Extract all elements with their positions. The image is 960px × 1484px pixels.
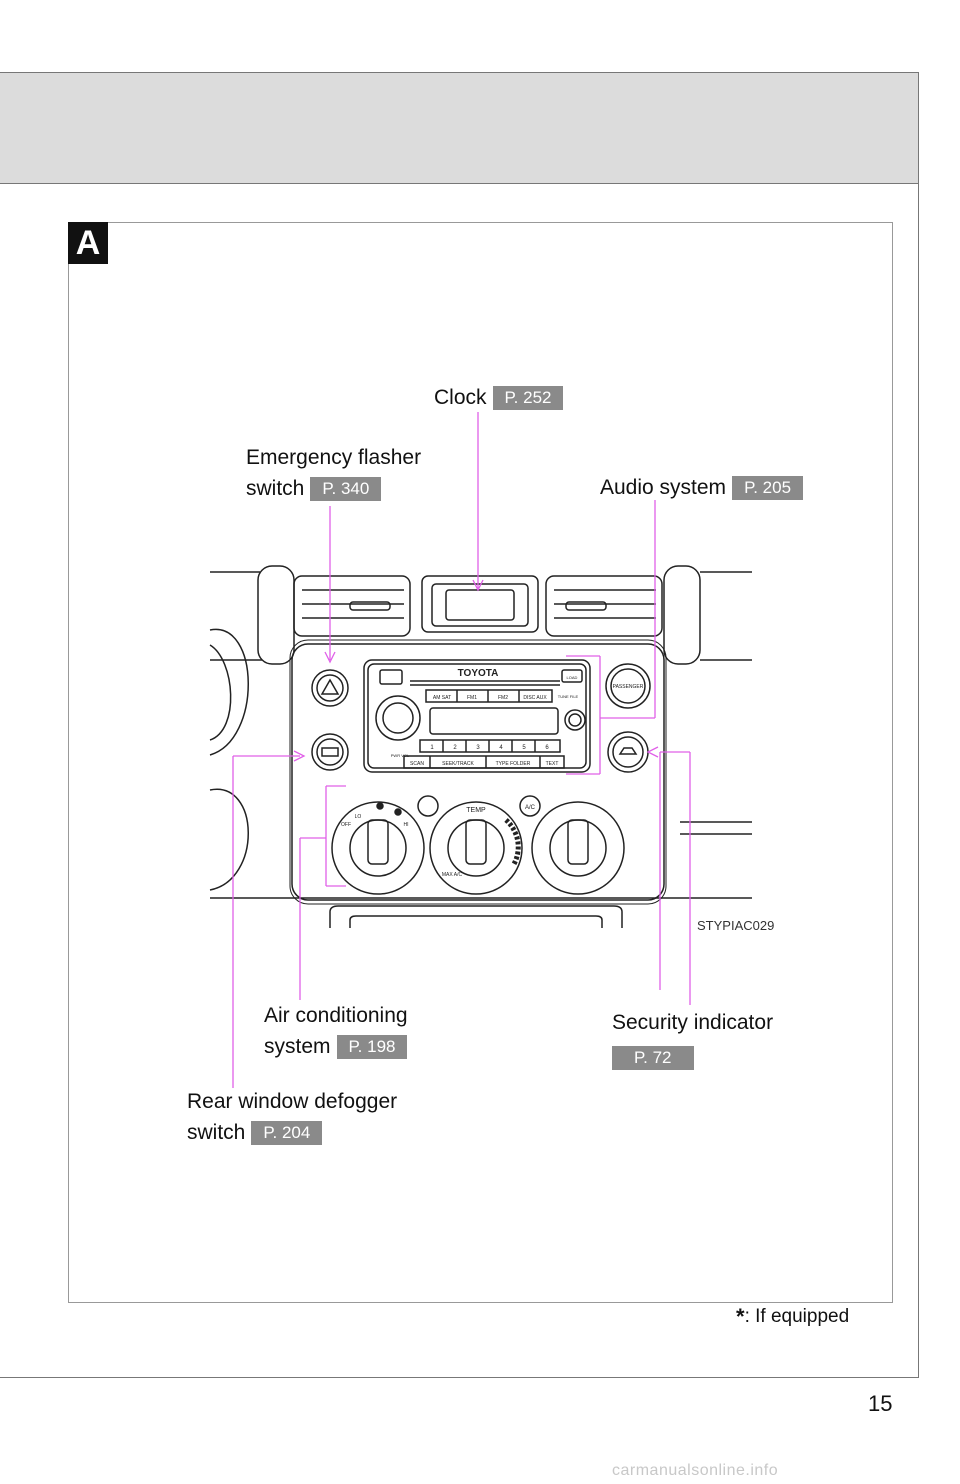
- dash-fan-hi: HI: [404, 822, 409, 828]
- dash-preset-1: 1: [430, 745, 434, 751]
- footnote: *: If equipped: [736, 1304, 849, 1330]
- emergency-flasher-label-line1: Emergency flasher: [246, 446, 422, 469]
- dash-preset-3: 3: [476, 745, 480, 751]
- air-conditioning-label-line1: Air conditioning: [264, 1004, 408, 1027]
- security-indicator-callout: Security indicator P. 72: [612, 1007, 773, 1073]
- dash-btn-scan: SCAN: [410, 761, 424, 767]
- bottom-rule: [0, 1377, 919, 1378]
- watermark: carmanualsonline.info: [612, 1462, 779, 1479]
- emergency-flasher-label-line2: switch: [246, 477, 305, 500]
- dash-btn-seek: SEEK/TRACK: [442, 761, 474, 767]
- dash-btn-text: TEXT: [546, 761, 559, 767]
- rear-defogger-label-line1: Rear window defogger: [187, 1090, 398, 1113]
- figure-id: STYPIAC029: [697, 918, 775, 933]
- rear-defogger-page-ref[interactable]: P. 204: [251, 1121, 323, 1146]
- asterisk-icon: *: [736, 1304, 745, 1329]
- header-band: [0, 72, 919, 184]
- dash-temp: TEMP: [466, 807, 486, 814]
- air-conditioning-label-line2: system: [264, 1035, 331, 1058]
- dash-preset-5: 5: [522, 745, 526, 751]
- rear-defogger-label-line2: switch: [187, 1121, 246, 1144]
- clock-page-ref[interactable]: P. 252: [492, 386, 564, 411]
- dash-brand: TOYOTA: [458, 668, 499, 679]
- air-conditioning-page-ref[interactable]: P. 198: [336, 1035, 408, 1060]
- clock-label: Clock: [434, 386, 487, 409]
- dash-load: LOAD: [567, 675, 578, 680]
- audio-system-label: Audio system: [600, 476, 727, 499]
- dash-btn-fm1: FM1: [467, 695, 477, 701]
- security-indicator-label: Security indicator: [612, 1011, 774, 1034]
- dash-preset-2: 2: [453, 745, 457, 751]
- section-badge: A: [68, 222, 108, 264]
- dash-fan-lo: LO: [355, 814, 362, 820]
- security-indicator-page-ref[interactable]: P. 72: [612, 1046, 694, 1071]
- dash-tune: TUNE FILE: [558, 694, 579, 699]
- dash-preset-6: 6: [545, 745, 549, 751]
- dash-ac: A/C: [525, 805, 536, 811]
- dash-btn-type: TYPE FOLDER: [496, 761, 531, 767]
- dash-pwr-vol: PWR VOL: [391, 753, 410, 758]
- audio-system-page-ref[interactable]: P. 205: [732, 476, 804, 501]
- dash-preset-4: 4: [499, 745, 503, 751]
- dash-fan-off: OFF: [341, 822, 351, 828]
- right-rule: [918, 72, 919, 1378]
- dash-btn-disc: DISC AUX: [523, 695, 547, 701]
- dash-passenger: PASSENGER: [613, 684, 644, 690]
- dash-max-ac: MAX A/C: [442, 872, 463, 878]
- footnote-text: : If equipped: [744, 1306, 850, 1327]
- dash-btn-fm2: FM2: [498, 695, 508, 701]
- figure-panel: [68, 222, 893, 1303]
- emergency-flasher-page-ref[interactable]: P. 340: [310, 477, 382, 502]
- page-number: 15: [868, 1391, 893, 1416]
- dash-btn-am: AM SAT: [433, 695, 451, 701]
